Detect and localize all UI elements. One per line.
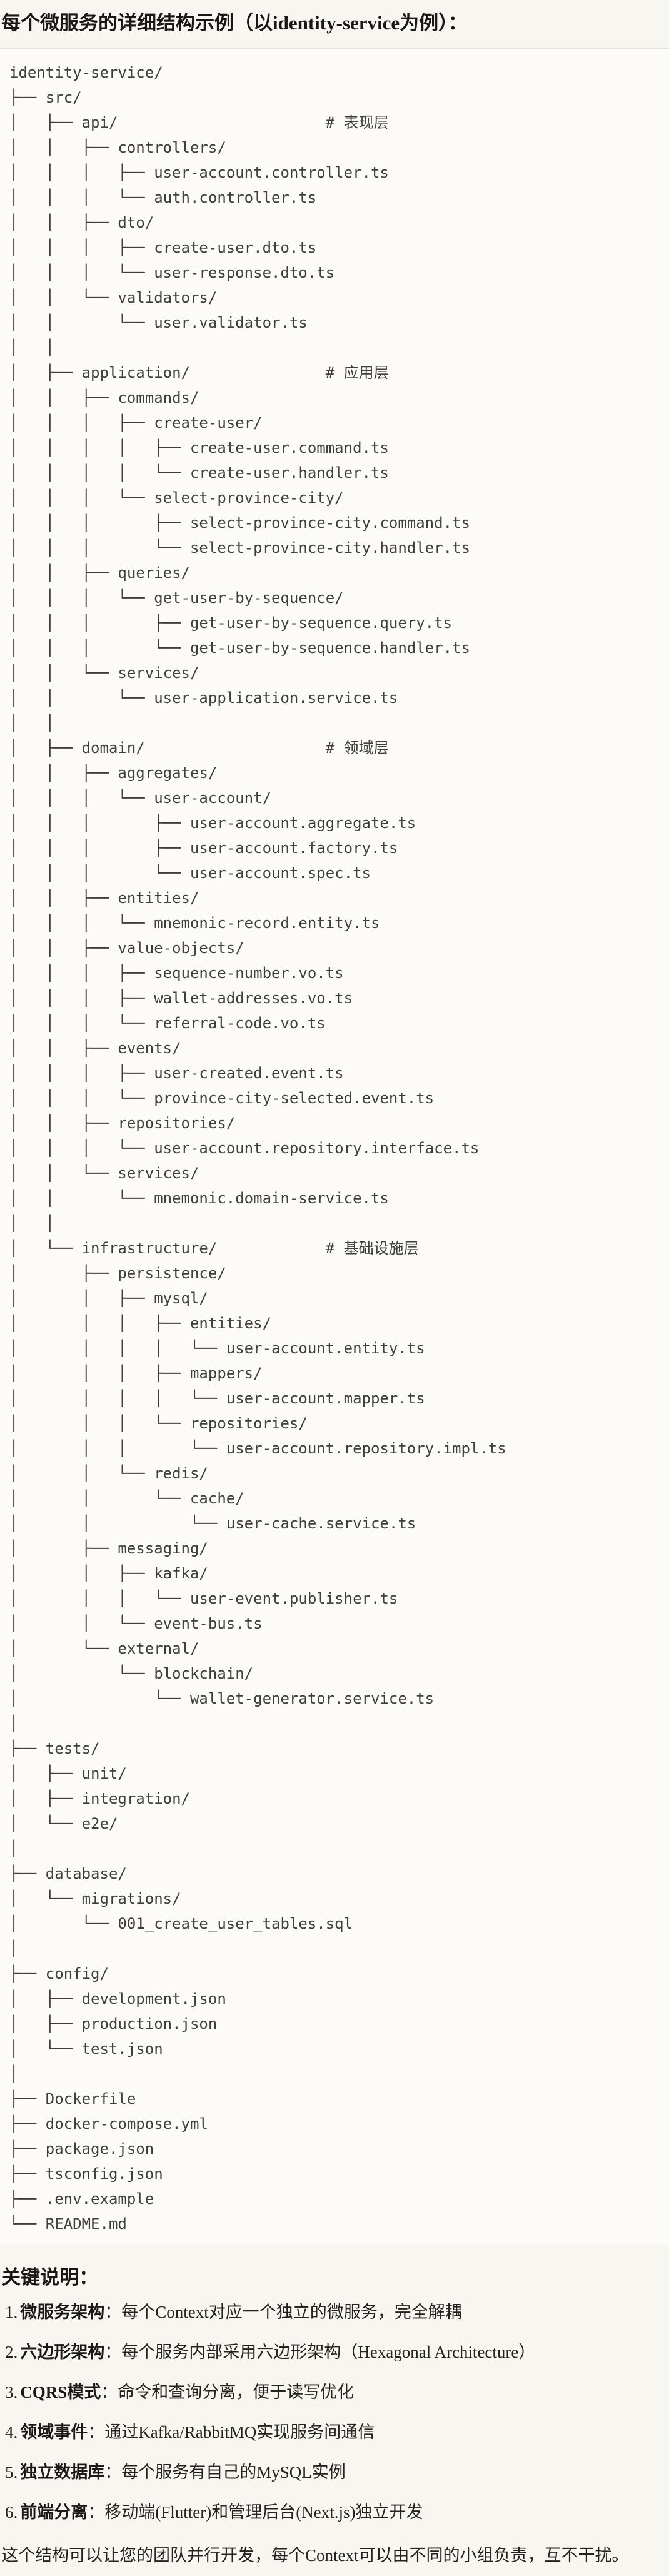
notes-list: 1.微服务架构：每个Context对应一个独立的微服务，完全解耦 2.六边形架构… xyxy=(1,2301,663,2523)
item-separator: ： xyxy=(88,2423,105,2442)
item-number: 6. xyxy=(5,2503,18,2522)
item-separator: ： xyxy=(104,2303,122,2321)
item-term: 微服务架构 xyxy=(20,2303,105,2321)
item-desc: 每个Context对应一个独立的微服务，完全解耦 xyxy=(121,2303,462,2321)
item-term: CQRS模式 xyxy=(20,2383,101,2402)
item-number: 4. xyxy=(5,2423,18,2442)
list-item: 6.前端分离：移动端(Flutter)和管理后台(Next.js)独立开发 xyxy=(5,2502,663,2523)
code-block: identity-service/ ├── src/ │ ├── api/ # … xyxy=(0,48,669,2245)
item-term: 领域事件 xyxy=(20,2423,88,2442)
item-number: 5. xyxy=(5,2463,18,2482)
item-desc: 命令和查询分离，便于读写优化 xyxy=(118,2383,355,2402)
document: 每个微服务的详细结构示例（以identity-service为例）： ident… xyxy=(0,9,669,2576)
file-tree: identity-service/ ├── src/ │ ├── api/ # … xyxy=(9,64,506,2233)
item-term: 独立数据库 xyxy=(20,2463,105,2482)
item-term: 六边形架构 xyxy=(20,2343,105,2361)
item-term: 前端分离 xyxy=(20,2503,88,2522)
list-item: 5.独立数据库：每个服务有自己的MySQL实例 xyxy=(5,2462,663,2483)
item-number: 2. xyxy=(5,2343,18,2361)
list-item: 3.CQRS模式：命令和查询分离，便于读写优化 xyxy=(5,2382,663,2403)
item-separator: ： xyxy=(104,2463,122,2482)
item-desc: 通过Kafka/RabbitMQ实现服务间通信 xyxy=(104,2423,375,2442)
item-desc: 每个服务内部采用六边形架构（Hexagonal Architecture） xyxy=(121,2343,536,2361)
notes-section: 关键说明： 1.微服务架构：每个Context对应一个独立的微服务，完全解耦 2… xyxy=(0,2264,669,2576)
item-number: 1. xyxy=(5,2303,18,2321)
notes-heading: 关键说明： xyxy=(1,2266,98,2288)
item-separator: ： xyxy=(101,2383,118,2402)
list-item: 2.六边形架构：每个服务内部采用六边形架构（Hexagonal Architec… xyxy=(5,2341,663,2363)
list-item: 4.领域事件：通过Kafka/RabbitMQ实现服务间通信 xyxy=(5,2422,663,2443)
summary-paragraph: 这个结构可以让您的团队并行开发，每个Context可以由不同的小组负责，互不干扰… xyxy=(1,2546,629,2565)
list-item: 1.微服务架构：每个Context对应一个独立的微服务，完全解耦 xyxy=(5,2301,663,2323)
item-separator: ： xyxy=(88,2503,105,2522)
item-separator: ： xyxy=(104,2343,122,2361)
item-desc: 移动端(Flutter)和管理后台(Next.js)独立开发 xyxy=(104,2503,423,2522)
item-desc: 每个服务有自己的MySQL实例 xyxy=(121,2463,346,2482)
page-title: 每个微服务的详细结构示例（以identity-service为例）： xyxy=(1,12,468,34)
item-number: 3. xyxy=(5,2383,18,2402)
